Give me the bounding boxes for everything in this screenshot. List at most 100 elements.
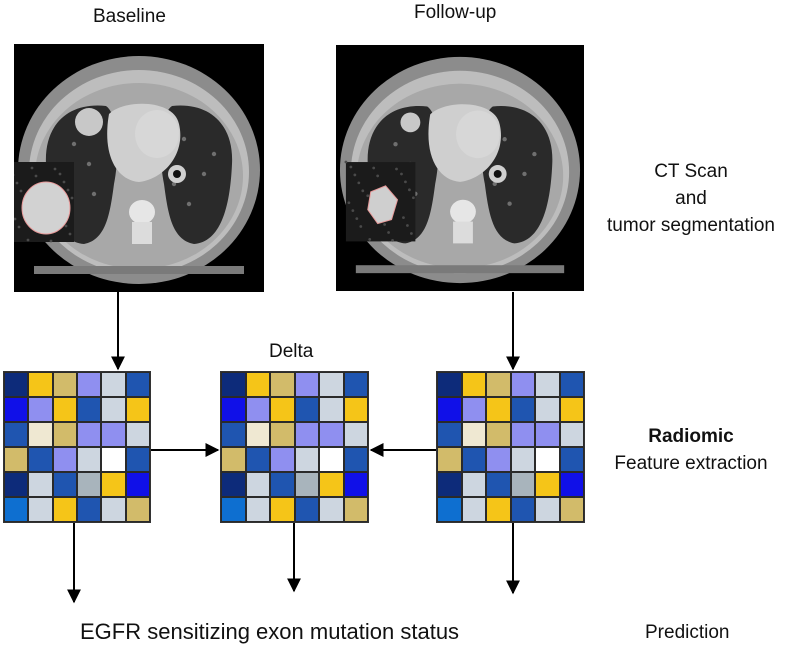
heatmap-cell [535,447,560,472]
heatmap-cell [535,372,560,397]
heatmap-cell [437,447,462,472]
heatmap-cell [270,397,295,422]
heatmap-cell [4,447,29,472]
baseline-label: Baseline [93,6,166,27]
heatmap-cell [535,472,560,497]
heatmap-cell [270,422,295,447]
radiomic-bold: Radiomic [648,426,734,447]
heatmap-cell [319,472,344,497]
heatmap-cell [486,422,511,447]
heatmap-cell [559,372,584,397]
heatmap-cell [461,422,486,447]
heatmap-cell [319,397,344,422]
heatmap-cell [101,397,126,422]
heatmap-cell [535,422,560,447]
feature-grid-followup [436,371,585,523]
heatmap-cell [437,397,462,422]
heatmap-cell [437,422,462,447]
heatmap-cell [461,497,486,522]
heatmap-cell [437,472,462,497]
heatmap-cell [4,372,29,397]
feature-grid-baseline [3,371,151,523]
heatmap-cell [52,472,77,497]
heatmap-cell [4,497,29,522]
heatmap-cell [270,472,295,497]
heatmap-cell [510,472,535,497]
heatmap-cell [245,422,270,447]
ct-label-line1: CT Scan [654,161,728,182]
heatmap-cell [77,397,102,422]
heatmap-cell [319,422,344,447]
heatmap-cell [28,397,53,422]
heatmap-cell [245,497,270,522]
heatmap-cell [4,397,29,422]
heatmap-cell [294,397,319,422]
heatmap-cell [510,497,535,522]
ct-label-line3: tumor segmentation [607,215,775,236]
heatmap-cell [125,422,150,447]
heatmap-cell [28,472,53,497]
heatmap-cell [28,447,53,472]
heatmap-cell [319,497,344,522]
heatmap-cell [461,372,486,397]
heatmap-cell [125,372,150,397]
feature-grid-delta [220,371,369,523]
heatmap-cell [77,472,102,497]
heatmap-cell [101,422,126,447]
heatmap-cell [510,372,535,397]
ct-label-line2: and [675,188,707,209]
heatmap-cell [343,472,368,497]
heatmap-cell [28,422,53,447]
heatmap-cell [535,397,560,422]
heatmap-cell [270,447,295,472]
heatmap-cell [77,497,102,522]
heatmap-cell [294,372,319,397]
heatmap-cell [52,447,77,472]
egfr-label: EGFR sensitizing exon mutation status [80,619,460,644]
heatmap-cell [319,372,344,397]
heatmap-cell [343,422,368,447]
heatmap-cell [101,447,126,472]
heatmap-cell [270,372,295,397]
heatmap-cell [52,397,77,422]
ct-scan-baseline [14,44,264,292]
heatmap-cell [221,422,246,447]
ct-scan-label: CT Scan and tumor segmentation [596,158,786,239]
radiomic-label: Radiomic Feature extraction [596,423,786,477]
heatmap-cell [486,372,511,397]
heatmap-cell [245,447,270,472]
heatmap-cell [221,497,246,522]
heatmap-cell [437,372,462,397]
heatmap-cell [294,422,319,447]
feature-extraction-text: Feature extraction [614,453,768,474]
heatmap-cell [125,472,150,497]
delta-label: Delta [269,341,314,362]
heatmap-cell [510,447,535,472]
heatmap-cell [28,497,53,522]
heatmap-cell [510,422,535,447]
heatmap-cell [486,447,511,472]
heatmap-cell [52,422,77,447]
ct-scan-followup [336,44,584,292]
heatmap-cell [101,497,126,522]
heatmap-cell [221,397,246,422]
heatmap-cell [245,472,270,497]
heatmap-cell [559,497,584,522]
heatmap-cell [125,397,150,422]
heatmap-cell [221,447,246,472]
prediction-label: Prediction [645,622,730,643]
heatmap-cell [221,372,246,397]
heatmap-cell [101,472,126,497]
heatmap-cell [77,422,102,447]
heatmap-cell [52,372,77,397]
heatmap-cell [245,397,270,422]
heatmap-cell [343,372,368,397]
heatmap-cell [343,497,368,522]
heatmap-cell [319,447,344,472]
heatmap-cell [28,372,53,397]
heatmap-cell [52,497,77,522]
heatmap-cell [486,472,511,497]
heatmap-cell [559,447,584,472]
heatmap-cell [77,447,102,472]
heatmap-cell [510,397,535,422]
